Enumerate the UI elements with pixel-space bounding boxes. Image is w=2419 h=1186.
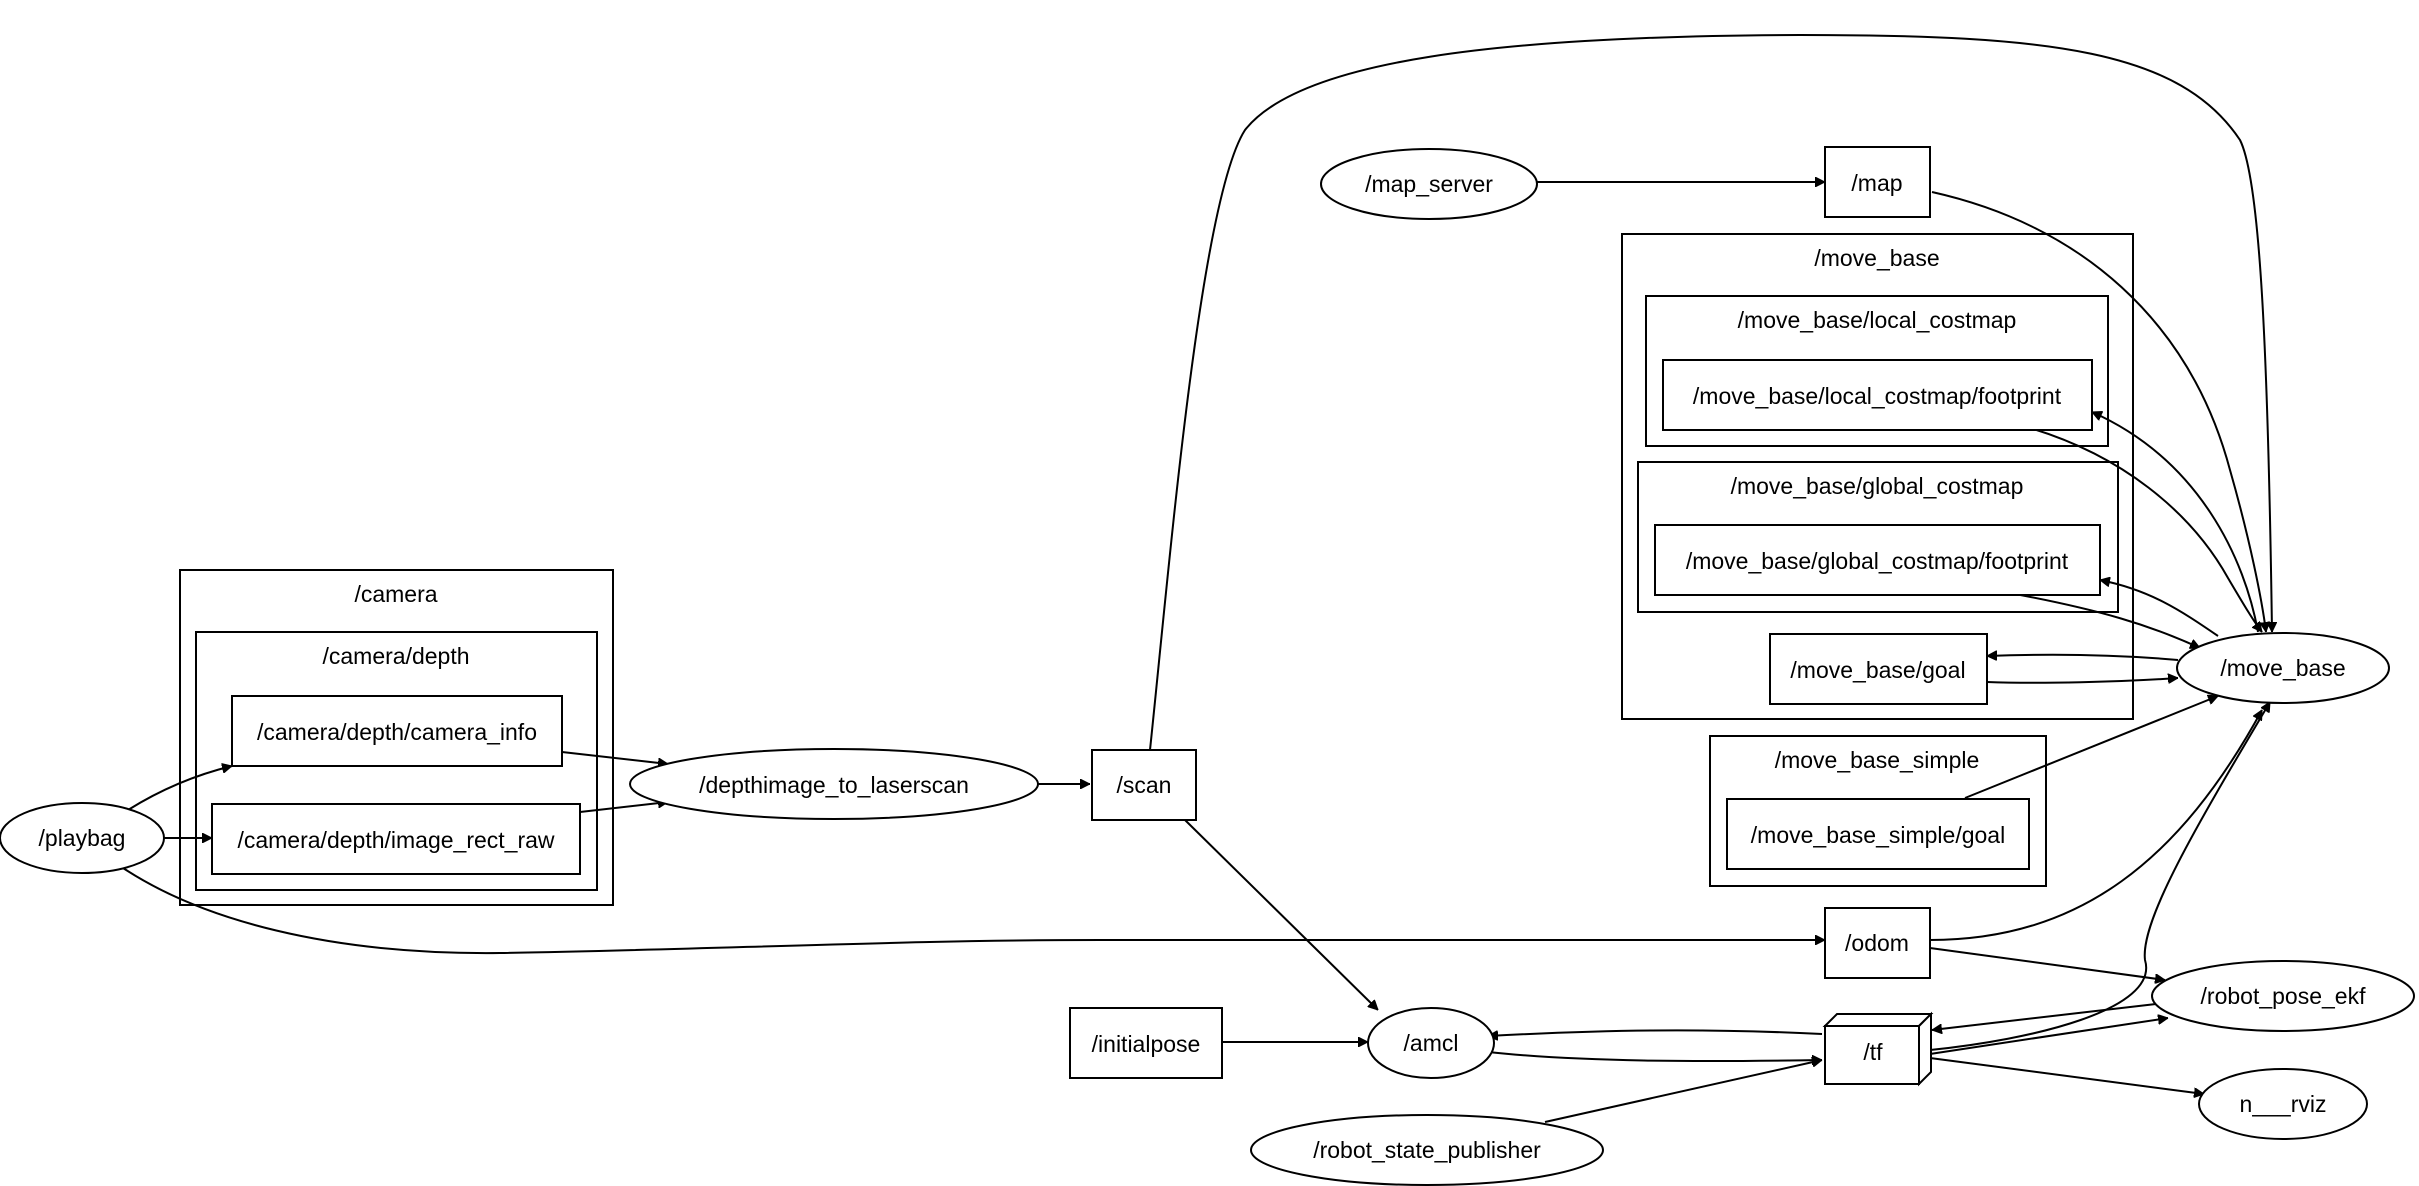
node-robot-pose-ekf-label: /robot_pose_ekf xyxy=(2201,983,2367,1009)
edge-tf-robot-pose-ekf xyxy=(1929,1018,2168,1055)
topic-map-label: /map xyxy=(1851,170,1902,196)
topic-map[interactable]: /map xyxy=(1824,146,1931,218)
cluster-camera-label: /camera xyxy=(354,581,437,607)
cluster-move-base-simple: /move_base_simple xyxy=(1709,735,2047,887)
cluster-move-base-simple-label: /move_base_simple xyxy=(1775,747,1980,773)
edge-scan-move-base xyxy=(1149,33,2272,751)
topic-image-rect-raw[interactable]: /camera/depth/image_rect_raw xyxy=(211,803,581,875)
node-robot-pose-ekf[interactable]: /robot_pose_ekf xyxy=(2151,960,2415,1032)
cluster-local-costmap-label: /move_base/local_costmap xyxy=(1738,307,2017,333)
cluster-camera-depth: /camera/depth xyxy=(195,631,598,891)
edge-robot-state-publisher-tf xyxy=(1544,1060,1822,1123)
topic-camera-info-label: /camera/depth/camera_info xyxy=(257,719,537,745)
topic-tf[interactable]: /tf xyxy=(1822,1011,1934,1087)
cluster-move-base-label: /move_base xyxy=(1814,245,1939,271)
topic-local-footprint-label: /move_base/local_costmap/footprint xyxy=(1693,383,2062,409)
edge-move-base-goal xyxy=(1987,655,2179,660)
topic-move-base-goal-label: /move_base/goal xyxy=(1790,657,1965,683)
edge-simple-goal-move-base xyxy=(1964,696,2218,799)
topic-odom[interactable]: /odom xyxy=(1824,907,1931,979)
node-move-base[interactable]: /move_base xyxy=(2176,632,2390,704)
edge-goal-move-base xyxy=(1986,678,2178,684)
cluster-camera-depth-label: /camera/depth xyxy=(322,643,469,669)
edge-tf-amcl xyxy=(1488,1029,1823,1036)
topic-scan-label: /scan xyxy=(1117,772,1172,798)
edge-robot-pose-ekf-tf xyxy=(1932,1003,2157,1030)
node-depthimage-to-laserscan-label: /depthimage_to_laserscan xyxy=(699,772,969,798)
edges xyxy=(119,33,2272,1123)
topic-initialpose-label: /initialpose xyxy=(1092,1031,1201,1057)
topic-tf-label: /tf xyxy=(1863,1039,1883,1065)
edge-playbag-odom xyxy=(119,865,1825,955)
edge-image-rect-raw-depthimage xyxy=(579,802,668,813)
edge-amcl-tf xyxy=(1487,1051,1822,1061)
topic-global-footprint-label: /move_base/global_costmap/footprint xyxy=(1686,548,2069,574)
cluster-move-base-global-costmap: /move_base/global_costmap xyxy=(1637,461,2119,613)
edge-local-footprint-move-base xyxy=(2029,427,2263,632)
node-playbag-label: /playbag xyxy=(39,825,126,851)
edge-camera-info-depthimage xyxy=(561,751,668,764)
edge-tf-move-base xyxy=(1929,702,2271,1051)
cluster-move-base-local-costmap: /move_base/local_costmap xyxy=(1645,295,2109,447)
node-playbag[interactable]: /playbag xyxy=(0,802,165,874)
node-move-base-label: /move_base xyxy=(2220,655,2345,681)
topic-odom-label: /odom xyxy=(1845,930,1909,956)
node-map-server-label: /map_server xyxy=(1365,171,1493,197)
node-rviz-label: n___rviz xyxy=(2240,1091,2327,1117)
node-amcl[interactable]: /amcl xyxy=(1367,1007,1495,1079)
edge-map-move-base xyxy=(1931,191,2266,632)
edge-scan-amcl xyxy=(1184,819,1378,1010)
edge-odom-robot-pose-ekf xyxy=(1929,947,2165,980)
edge-global-footprint-move-base xyxy=(2014,593,2200,649)
topic-move-base-goal[interactable]: /move_base/goal xyxy=(1769,633,1988,705)
topic-local-footprint[interactable]: /move_base/local_costmap/footprint xyxy=(1662,359,2093,431)
node-robot-state-publisher[interactable]: /robot_state_publisher xyxy=(1250,1114,1604,1186)
topic-global-footprint[interactable]: /move_base/global_costmap/footprint xyxy=(1654,524,2101,596)
edge-move-base-local-footprint xyxy=(2092,412,2259,633)
topic-image-rect-raw-label: /camera/depth/image_rect_raw xyxy=(237,827,554,853)
topic-scan[interactable]: /scan xyxy=(1091,749,1197,821)
cluster-global-costmap-label: /move_base/global_costmap xyxy=(1731,473,2024,499)
node-map-server[interactable]: /map_server xyxy=(1320,148,1538,220)
edge-playbag-camera-info xyxy=(127,766,232,811)
edge-tf-rviz xyxy=(1929,1057,2204,1094)
topic-simple-goal[interactable]: /move_base_simple/goal xyxy=(1726,798,2030,870)
node-amcl-label: /amcl xyxy=(1404,1030,1459,1056)
node-rviz[interactable]: n___rviz xyxy=(2198,1068,2368,1140)
topic-simple-goal-label: /move_base_simple/goal xyxy=(1751,822,2005,848)
topic-initialpose[interactable]: /initialpose xyxy=(1069,1007,1223,1079)
node-depthimage-to-laserscan[interactable]: /depthimage_to_laserscan xyxy=(629,748,1039,820)
node-robot-state-publisher-label: /robot_state_publisher xyxy=(1313,1137,1541,1163)
edge-move-base-global-footprint xyxy=(2100,580,2219,637)
topic-camera-info[interactable]: /camera/depth/camera_info xyxy=(231,695,563,767)
cluster-camera: /camera xyxy=(179,569,614,906)
edge-odom-move-base xyxy=(1929,710,2263,941)
